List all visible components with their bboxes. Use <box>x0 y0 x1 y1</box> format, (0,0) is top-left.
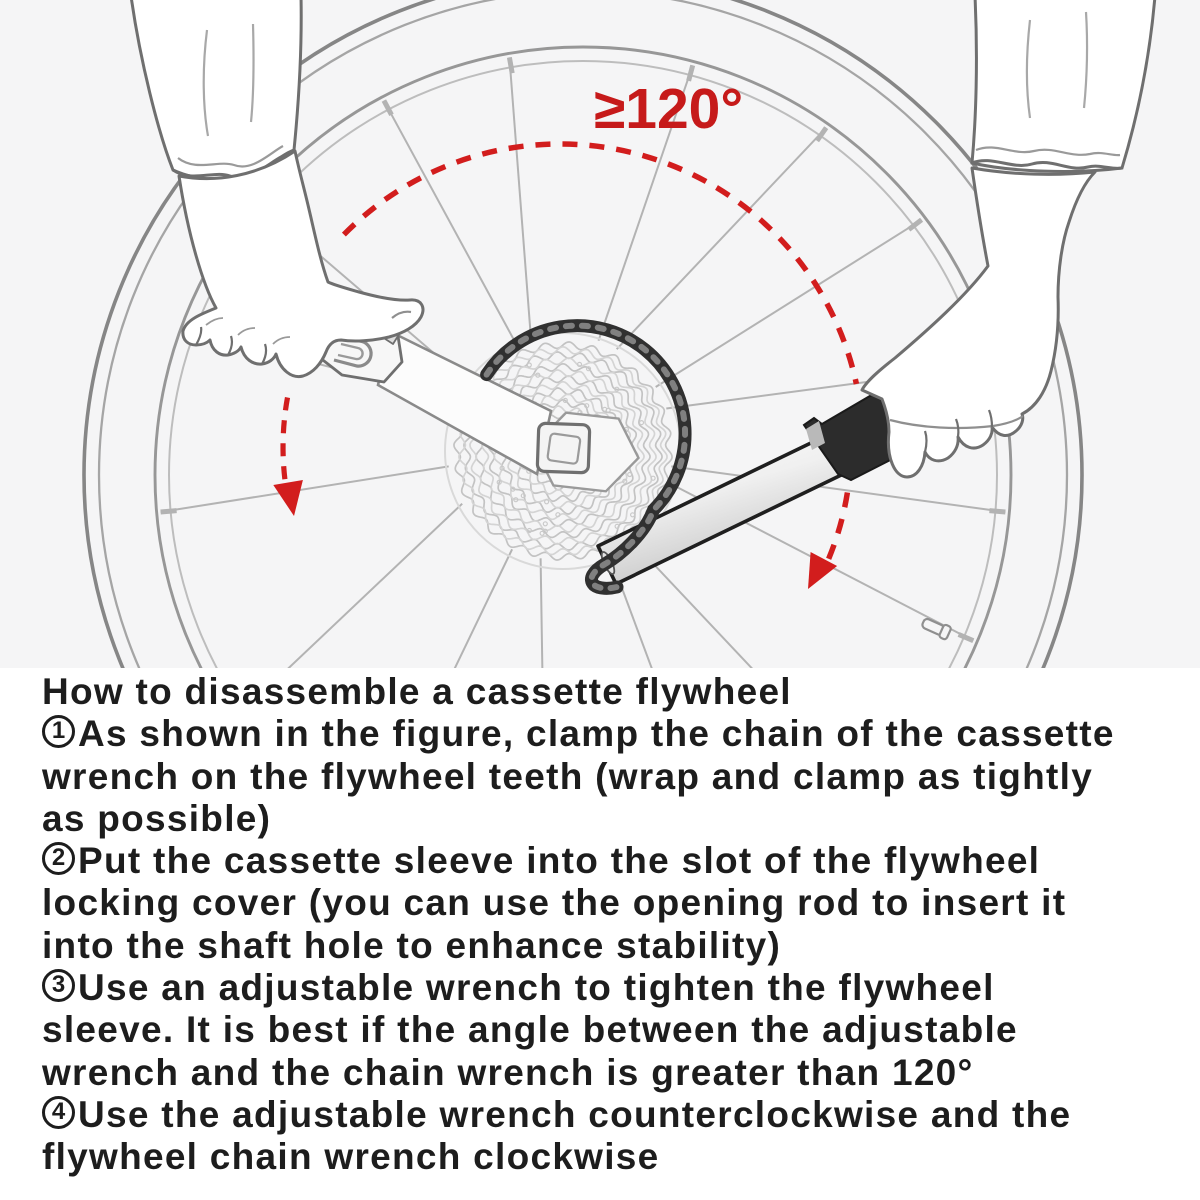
svg-text:≥120°: ≥120° <box>594 77 743 141</box>
